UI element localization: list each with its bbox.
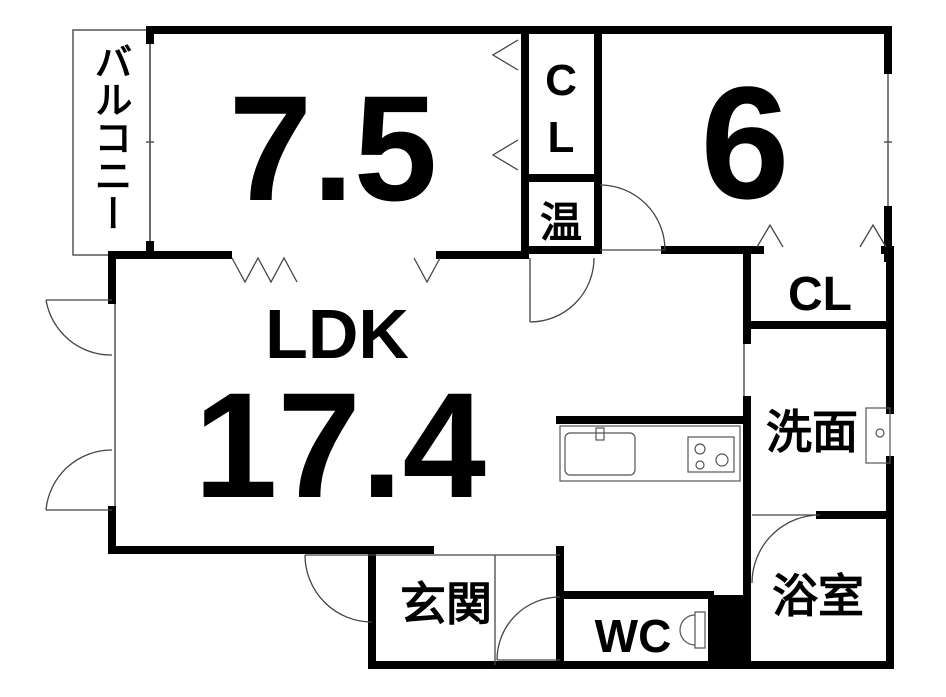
stove-icon <box>687 436 735 473</box>
door-swings <box>45 184 821 665</box>
entrance-label: 玄関 <box>400 577 492 631</box>
kitchen <box>559 425 741 482</box>
closet-a-label-l: L <box>548 113 575 162</box>
water-heater-label: 温 <box>540 198 582 247</box>
room-labels: バルコニー 7.5 C L 温 6 LDK 17.4 CL 洗面 浴室 玄関 W… <box>88 42 864 662</box>
balcony-label: バルコニー <box>88 42 132 232</box>
closet-a-label-c: C <box>545 56 577 105</box>
closet-b-label: CL <box>788 268 852 321</box>
vanity-icon <box>865 407 891 464</box>
bathroom-label: 浴室 <box>772 569 864 623</box>
closet-door-marks <box>231 39 887 284</box>
ldk-size: 17.4 <box>194 361 486 529</box>
pipe-shaft <box>708 595 748 665</box>
toilet-icon <box>679 611 706 649</box>
washroom-label: 洗面 <box>766 405 858 459</box>
bedroom-b-size: 6 <box>701 53 790 232</box>
toilet-label: WC <box>595 610 672 662</box>
sink-icon <box>564 432 636 476</box>
walls <box>108 26 894 669</box>
bedroom-a-size: 7.5 <box>229 64 438 232</box>
ldk-name: LDK <box>265 295 409 373</box>
